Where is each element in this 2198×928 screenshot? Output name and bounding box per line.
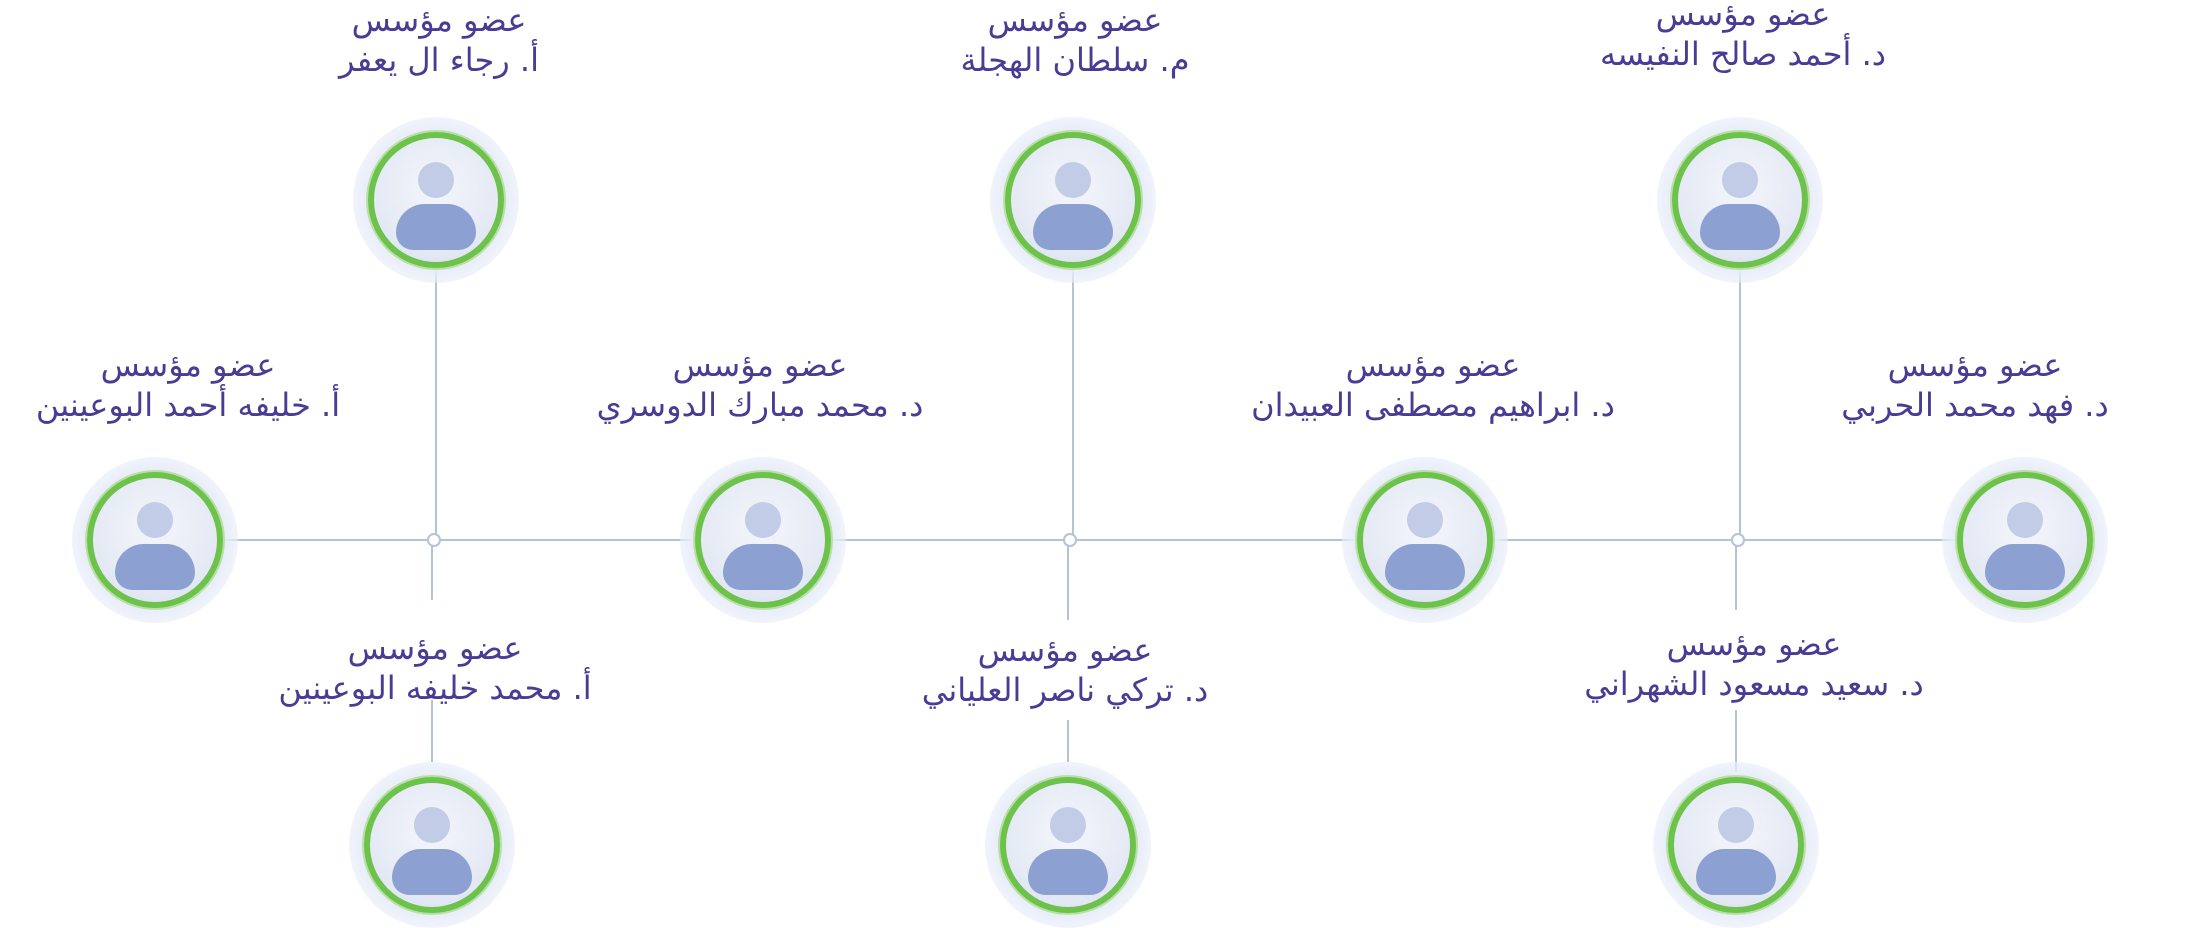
member-role: عضو مؤسس	[351, 1, 527, 39]
user-avatar-icon	[72, 457, 238, 623]
junction-node-1	[427, 533, 441, 547]
member-role: عضو مؤسس	[1655, 0, 1831, 33]
member-role: عضو مؤسس	[977, 631, 1153, 669]
member-role: عضو مؤسس	[1666, 625, 1842, 663]
member-name: أ. محمد خليفه البوعينين	[278, 669, 592, 707]
member-name: د. أحمد صالح النفيسه	[1599, 35, 1887, 73]
member-name: د. تركي ناصر العلياني	[921, 671, 1209, 709]
member-role: عضو مؤسس	[347, 629, 523, 667]
member-name: د. فهد محمد الحربي	[1841, 386, 2109, 424]
user-avatar-icon	[680, 457, 846, 623]
user-avatar-icon	[1342, 457, 1508, 623]
member-role: عضو مؤسس	[672, 346, 848, 384]
member-role: عضو مؤسس	[1345, 346, 1521, 384]
member-role: عضو مؤسس	[100, 346, 276, 384]
member-name: د. محمد مبارك الدوسري	[596, 386, 924, 424]
member-name: د. ابراهيم مصطفى العبيدان	[1251, 386, 1615, 424]
member-name: أ. خليفه أحمد البوعينين	[35, 386, 341, 424]
member-name: م. سلطان الهجلة	[960, 41, 1190, 79]
member-role: عضو مؤسس	[1887, 346, 2063, 384]
member-name: د. سعيد مسعود الشهراني	[1584, 665, 1924, 703]
member-name: أ. رجاء ال يعفر	[339, 41, 539, 79]
member-role: عضو مؤسس	[987, 1, 1163, 39]
junction-node-3	[1731, 533, 1745, 547]
junction-node-2	[1063, 533, 1077, 547]
user-avatar-icon	[1657, 117, 1823, 283]
user-avatar-icon	[985, 762, 1151, 928]
user-avatar-icon	[349, 762, 515, 928]
user-avatar-icon	[353, 117, 519, 283]
user-avatar-icon	[990, 117, 1156, 283]
user-avatar-icon	[1653, 762, 1819, 928]
user-avatar-icon	[1942, 457, 2108, 623]
